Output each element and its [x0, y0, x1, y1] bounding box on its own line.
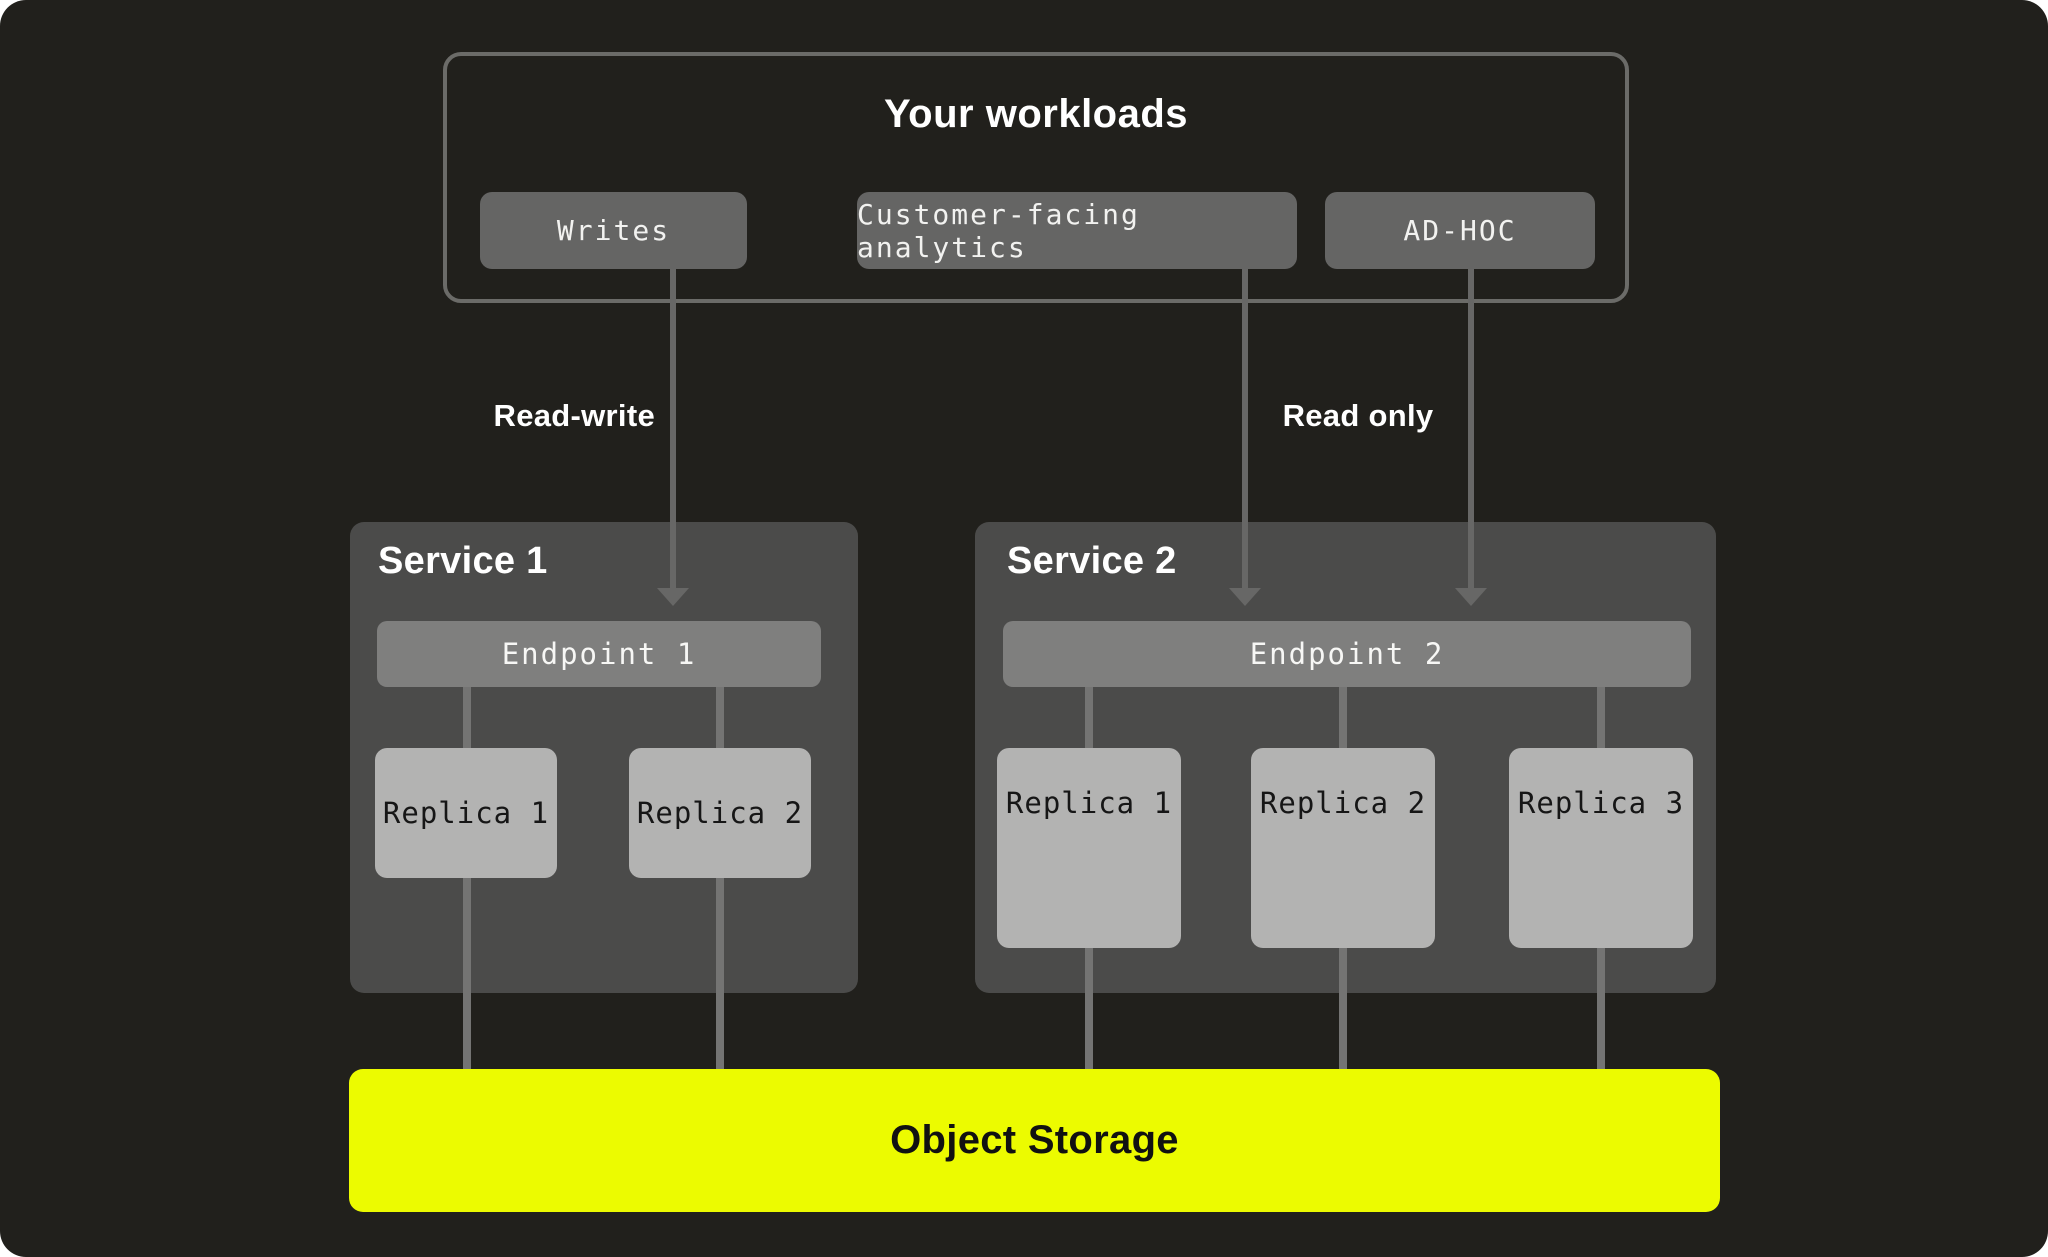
endpoint-1-bar: Endpoint 1	[377, 621, 821, 687]
connector-line	[463, 687, 471, 1069]
endpoint-2-bar: Endpoint 2	[1003, 621, 1691, 687]
service-1-replica-2: Replica 2	[629, 748, 811, 878]
object-storage-bar: Object Storage	[349, 1069, 1720, 1212]
workloads-frame	[443, 52, 1629, 303]
arrow-analytics-to-endpoint-2	[1242, 269, 1248, 589]
arrowhead-icon	[657, 588, 689, 606]
service-1-replica-1: Replica 1	[375, 748, 557, 878]
arrow-adhoc-to-endpoint-2	[1468, 269, 1474, 589]
arrowhead-icon	[1229, 588, 1261, 606]
service-2-replica-2: Replica 2	[1251, 748, 1435, 948]
service-2-replica-3: Replica 3	[1509, 748, 1693, 948]
workload-chip-writes: Writes	[480, 192, 747, 269]
connector-line	[716, 687, 724, 1069]
workload-chip-customer-facing-analytics: Customer-facing analytics	[857, 192, 1297, 269]
object-storage-label: Object Storage	[890, 1118, 1179, 1162]
workloads-title: Your workloads	[883, 92, 1189, 136]
read-only-label: Read only	[1282, 398, 1434, 433]
service-2-replica-1: Replica 1	[997, 748, 1181, 948]
service-2-title: Service 2	[1007, 540, 1177, 582]
arrowhead-icon	[1455, 588, 1487, 606]
arrow-writes-to-endpoint-1	[670, 269, 676, 589]
service-1-title: Service 1	[378, 540, 548, 582]
read-write-label: Read-write	[493, 398, 655, 433]
workload-chip-ad-hoc: AD-HOC	[1325, 192, 1595, 269]
